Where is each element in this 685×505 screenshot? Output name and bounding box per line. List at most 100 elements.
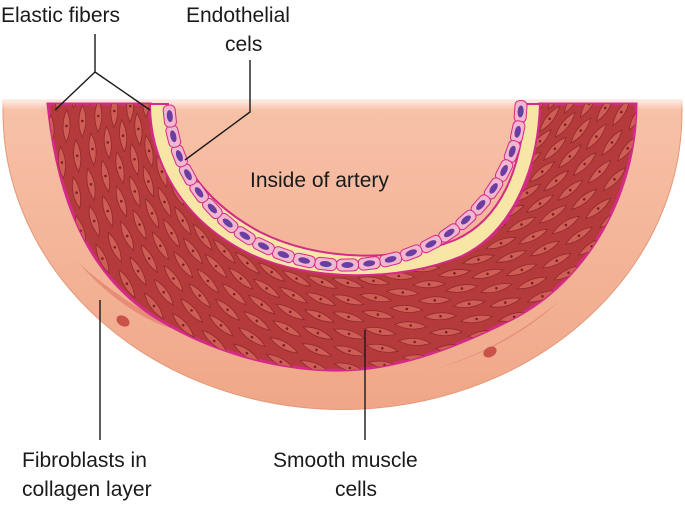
smooth-muscle-cell (584, 60, 604, 92)
smooth-muscle-cell (437, 269, 472, 278)
smooth-muscle-cell (628, 104, 636, 131)
smooth-muscle-cell (445, 284, 479, 293)
smooth-muscle-cell (115, 150, 125, 185)
endothelial-layer (162, 99, 528, 272)
smooth-muscle-cell (585, 197, 612, 220)
smooth-muscle-cell (529, 240, 561, 257)
smooth-muscle-cell (119, 118, 128, 153)
smooth-muscle-cell (417, 296, 452, 305)
leader-elastic-fibers (54, 34, 151, 111)
smooth-muscle-cell (587, 159, 612, 184)
endothelial-cell (513, 99, 528, 124)
smooth-muscle-cell (423, 312, 458, 321)
smooth-muscle-cell (268, 337, 299, 354)
smooth-muscle-cell (143, 292, 165, 320)
smooth-muscle-cell (332, 311, 365, 323)
endothelial-cell (438, 223, 461, 243)
smooth-muscle-cell (306, 275, 338, 289)
smooth-muscle-cell (407, 66, 434, 94)
smooth-muscle-cell (204, 253, 228, 279)
smooth-muscle-cell (568, 58, 588, 90)
smooth-muscle-cell (596, 104, 615, 123)
smooth-muscle-cell (163, 218, 180, 248)
endothelial-cell (314, 256, 338, 272)
smooth-muscle-cell (361, 310, 395, 320)
smooth-muscle-cell (538, 205, 568, 224)
smooth-muscle-cell (180, 297, 203, 323)
smooth-muscle-cell (485, 237, 517, 250)
smooth-muscle-cell (71, 176, 82, 210)
smooth-muscle-cell (184, 53, 195, 86)
smooth-muscle-cell (188, 283, 212, 309)
smooth-muscle-cell (488, 297, 522, 308)
smooth-muscle-cell (208, 314, 234, 337)
smooth-muscle-cell (221, 282, 247, 306)
smooth-muscle-cell (126, 104, 135, 124)
smooth-muscle-cell (120, 220, 135, 252)
smooth-muscle-cell (247, 294, 276, 315)
smooth-muscle-cell (201, 50, 212, 83)
smooth-muscle-cell (539, 105, 561, 133)
smooth-muscle-cell (212, 238, 236, 264)
smooth-muscle-cell (429, 328, 464, 337)
smooth-muscle-cell (303, 309, 335, 323)
smooth-muscle-cell (502, 48, 522, 80)
endothelial-cell (271, 246, 295, 264)
smooth-muscle-cell (118, 269, 136, 299)
smooth-muscle-cell (129, 142, 140, 176)
smooth-muscle-cell (585, 123, 607, 150)
fibroblasts (78, 262, 560, 370)
smooth-muscle-cell (135, 63, 146, 96)
smooth-muscle-cell (505, 263, 538, 276)
smooth-muscle-cell (88, 132, 97, 167)
smooth-muscle-cell (151, 231, 169, 261)
smooth-muscle-cell (412, 57, 437, 86)
smooth-muscle-cell (542, 136, 567, 161)
smooth-muscle-cell (228, 267, 254, 290)
smooth-muscle-cell (144, 134, 154, 168)
smooth-muscle-cell (443, 68, 468, 97)
labels: Elastic fibers Endothelial cels Inside o… (1, 4, 418, 501)
smooth-muscle-cell (73, 138, 82, 173)
fibroblast-cell (78, 262, 178, 330)
smooth-muscle-cell (102, 194, 114, 228)
label-smooth-muscle-line2: cells (335, 478, 377, 501)
smooth-muscle-cell (634, 67, 654, 99)
label-fibroblasts-line2: collagen layer (22, 478, 152, 501)
label-elastic-fibers: Elastic fibers (1, 4, 120, 27)
smooth-muscle-cell (132, 209, 147, 241)
smooth-muscle-cell (601, 129, 623, 156)
smooth-muscle-cell (518, 51, 538, 83)
smooth-muscle-cell (469, 44, 489, 76)
smooth-muscle-cell (551, 56, 571, 88)
endothelial-cell (419, 234, 443, 254)
smooth-muscle-cell (570, 117, 592, 144)
smooth-muscle-cell (363, 326, 397, 336)
smooth-muscle-cell (281, 270, 312, 287)
smooth-muscle-cell (163, 264, 184, 293)
smooth-muscle-cell (448, 55, 471, 86)
label-endothelial-line2: cels (225, 33, 262, 56)
smooth-muscle-cell (617, 65, 637, 97)
label-inside-of-artery: Inside of artery (250, 169, 389, 192)
smooth-muscle-cell (110, 104, 119, 128)
smooth-muscle-cell (94, 104, 103, 133)
smooth-muscle-cell (571, 188, 598, 211)
smooth-muscle-cell (115, 184, 127, 218)
smooth-muscle-cell (554, 111, 576, 139)
smooth-muscle-cell (140, 243, 158, 274)
smooth-muscle-cell (479, 283, 513, 294)
smooth-muscle-cell (300, 343, 333, 357)
smooth-muscle-cell (393, 321, 428, 330)
smooth-muscle-cell (62, 109, 71, 143)
smooth-muscle-cell (416, 47, 439, 78)
smooth-muscle-cell (95, 243, 110, 275)
smooth-muscle-cell (495, 250, 528, 263)
smooth-muscle-cell (385, 288, 420, 297)
smooth-muscle-cell (541, 253, 572, 269)
smooth-muscle-cell (134, 112, 143, 146)
smooth-muscle-cell (529, 160, 556, 183)
smooth-muscle-cell (358, 293, 393, 303)
smooth-muscle-cell (471, 268, 504, 279)
